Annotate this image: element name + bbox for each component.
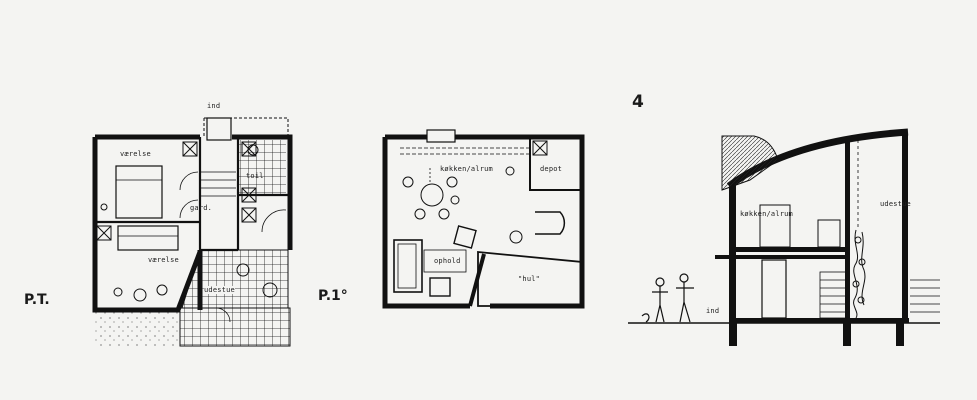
inner-walls [95,137,290,252]
first-living-label: ophold [434,257,461,265]
ground-bedroom-top-label: værelse [120,150,151,158]
ground-bedroom-bottom-label: værelse [148,256,179,264]
first-floor-caption: P.1° [318,288,348,304]
section-entrance-label: ind [706,307,720,315]
toilet-grid [238,140,286,195]
first-depot-label: depot [540,165,563,173]
first-kitchen-label: køkken/alrum [440,165,493,173]
section-kitchen-label: køkken/alrum [740,210,793,218]
garden-hatch [95,310,180,346]
first-void-label: "hul" [518,275,541,283]
figure-number: 4 [632,92,644,112]
terrace-grid [179,307,291,347]
ground-toilet-label: toil [246,172,264,180]
outer-walls [92,134,293,313]
ground-floor-caption: P.T. [24,292,50,308]
ground-entrance-label: ind [207,102,221,110]
people-figures [641,273,694,323]
ground-outdoor-label: udestue [204,286,235,294]
ground-wardrobe-label: gard. [190,204,213,212]
first-floor-plan [382,129,585,309]
section-drawing [628,128,940,346]
section-outdoor-label: udestue [880,200,911,208]
